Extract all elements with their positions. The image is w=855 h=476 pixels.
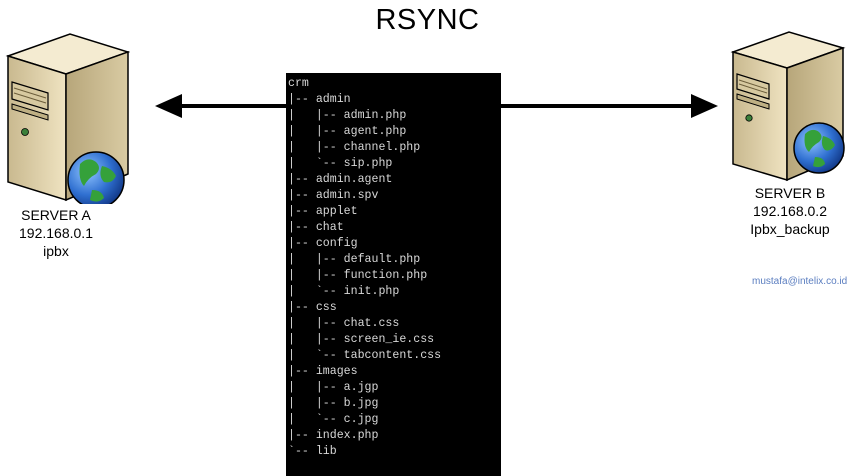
- terminal-line: | `-- init.php: [288, 285, 400, 298]
- watermark-email: mustafa@intelix.co.id: [752, 276, 848, 287]
- terminal-line: |-- chat: [288, 221, 344, 234]
- terminal-line: | |-- a.jgp: [288, 381, 379, 394]
- terminal-line: | |-- function.php: [288, 269, 428, 282]
- terminal-window: crm |-- admin | |-- admin.php | |-- agent.p…: [286, 73, 501, 476]
- terminal-line: |-- applet: [288, 205, 358, 218]
- terminal-line: |-- admin: [288, 93, 351, 106]
- terminal-line: | |-- screen_ie.css: [288, 333, 435, 346]
- diagram-title: RSYNC: [375, 4, 480, 36]
- terminal-line: |-- images: [288, 365, 358, 378]
- terminal-line: |-- admin.spv: [288, 189, 379, 202]
- terminal-line: |-- config: [288, 237, 358, 250]
- server-b-icon: [730, 31, 846, 182]
- arrowhead-left-icon: [155, 94, 182, 118]
- terminal-line: | `-- c.jpg: [288, 413, 379, 426]
- terminal-line: |-- index.php: [288, 429, 379, 442]
- server-a-label: SERVER A 192.168.0.1 ipbx: [0, 206, 112, 260]
- terminal-line: | |-- default.php: [288, 253, 421, 266]
- directory-tree: crm |-- admin | |-- admin.php | |-- agent.p…: [286, 73, 501, 460]
- terminal-line: | |-- channel.php: [288, 141, 421, 154]
- terminal-line: | |-- admin.php: [288, 109, 407, 122]
- server-a-name: SERVER A: [21, 207, 91, 223]
- terminal-line: `-- lib: [288, 445, 337, 458]
- server-b-label: SERVER B 192.168.0.2 Ipbx_backup: [735, 184, 845, 238]
- terminal-line: | |-- chat.css: [288, 317, 400, 330]
- server-b-host: Ipbx_backup: [750, 221, 830, 237]
- terminal-line: |-- css: [288, 301, 337, 314]
- server-a-host: ipbx: [43, 243, 69, 259]
- server-a-icon: [5, 33, 130, 204]
- terminal-line: |-- admin.agent: [288, 173, 393, 186]
- terminal-line: | |-- agent.php: [288, 125, 407, 138]
- server-b-name: SERVER B: [754, 185, 826, 201]
- terminal-line: | |-- b.jpg: [288, 397, 379, 410]
- terminal-line: | `-- tabcontent.css: [288, 349, 442, 362]
- terminal-line: crm: [288, 77, 309, 90]
- server-a-ip: 192.168.0.1: [19, 225, 93, 241]
- terminal-line: | `-- sip.php: [288, 157, 393, 170]
- server-b-ip: 192.168.0.2: [753, 203, 827, 219]
- arrowhead-right-icon: [691, 94, 718, 118]
